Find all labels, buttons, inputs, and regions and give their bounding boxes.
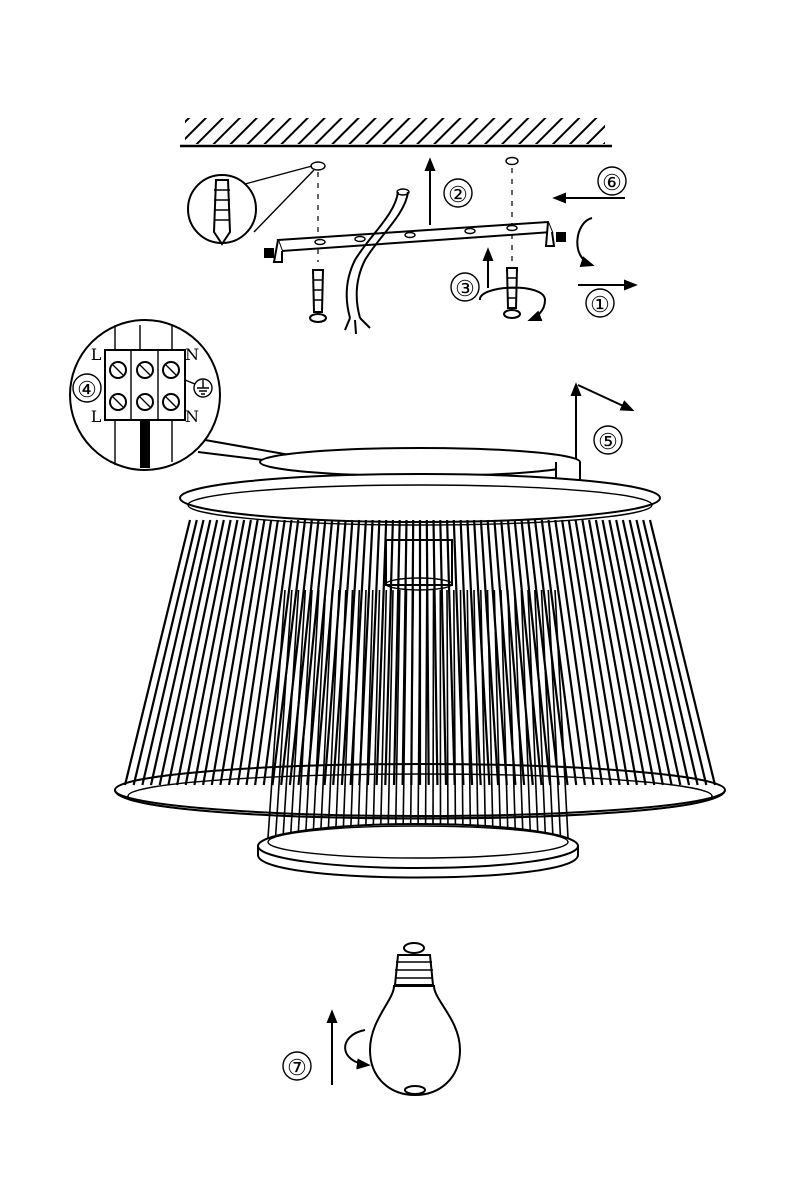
terminal-label-n-bottom: N: [185, 407, 199, 426]
shade-slats: [125, 520, 715, 838]
terminal-label-n-top: N: [185, 345, 199, 364]
step-7-label: ⑦: [287, 1056, 307, 1081]
ground-symbol-icon: [185, 379, 212, 397]
step-2-label: ②: [448, 183, 468, 208]
mounting-bracket: [264, 222, 566, 262]
step-3-label: ③: [455, 277, 475, 302]
inner-shade-slat: [426, 590, 427, 838]
inner-shade-slat: [433, 590, 434, 838]
shade-slat: [616, 520, 671, 785]
shade-slat: [609, 520, 663, 785]
ceiling-lamp: [115, 448, 725, 878]
inner-shade-slat: [488, 590, 494, 838]
shade-slat: [522, 520, 551, 785]
step-5-label: ⑤: [598, 430, 618, 455]
light-bulb: [370, 943, 460, 1095]
terminal-label-l-top: L: [91, 345, 102, 364]
step-4-label: ④: [77, 378, 97, 403]
inner-shade-slat: [494, 590, 500, 838]
step-1-label: ①: [590, 293, 610, 318]
power-cable: [345, 189, 409, 334]
rotate-arrow-icon: [332, 1012, 368, 1085]
shade-slat: [177, 520, 231, 785]
rotate-arrow-icon: [577, 218, 592, 265]
terminal-label-l-bottom: L: [91, 407, 102, 426]
wall-anchor-icon: [188, 166, 314, 244]
step-6-label: ⑥: [602, 171, 622, 196]
terminal-block-callout: [70, 320, 290, 470]
inner-shade-slat: [418, 590, 420, 838]
ceiling: [180, 118, 612, 146]
shade-slat: [168, 520, 223, 785]
inner-shade-slat: [447, 590, 448, 838]
inner-shade-slat: [454, 590, 456, 838]
